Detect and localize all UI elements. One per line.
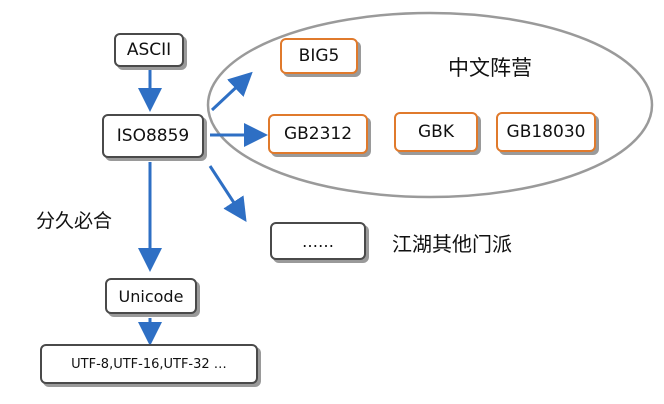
big5-label: BIG5 [298,46,340,66]
others-node: …… [270,222,366,260]
jianghu-others-label: 江湖其他门派 [392,232,512,256]
utf-label: UTF-8,UTF-16,UTF-32 … [71,356,227,372]
big5-node: BIG5 [280,38,358,74]
gb2312-node: GB2312 [268,114,368,154]
split-merge-label: 分久必合 [36,210,113,232]
unicode-node: Unicode [105,278,197,314]
arrow-iso8859-to-others [208,165,247,223]
gbk-label: GBK [418,122,454,142]
gbk-node: GBK [394,112,478,152]
arrow-iso8859-to-big5 [210,71,253,112]
iso8859-label: ISO8859 [116,126,190,146]
unicode-label: Unicode [118,286,184,306]
gb2312-label: GB2312 [283,124,353,144]
gb18030-node: GB18030 [496,112,596,152]
chinese-camp-label: 中文阵营 [448,56,532,80]
ascii-node: ASCII [114,33,184,67]
utf-node: UTF-8,UTF-16,UTF-32 … [40,344,258,384]
gb18030-label: GB18030 [506,122,586,142]
iso8859-node: ISO8859 [102,114,204,158]
others-label: …… [302,231,334,251]
ascii-label: ASCII [126,40,172,60]
chinese-camp-ellipse [206,11,654,199]
